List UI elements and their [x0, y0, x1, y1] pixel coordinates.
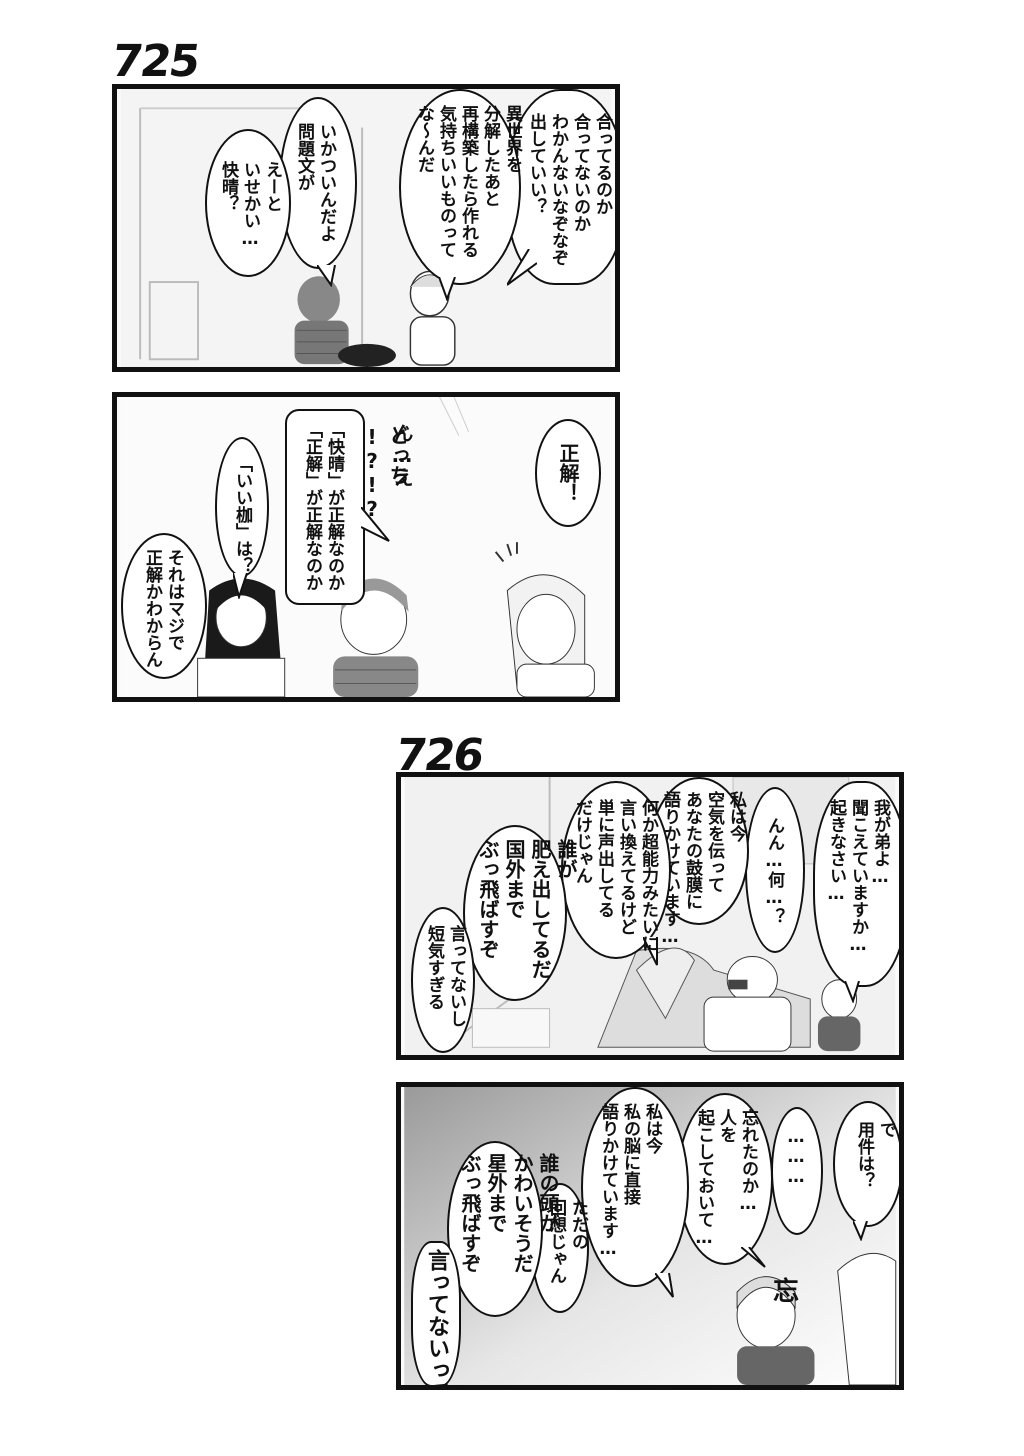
bubble-tail [317, 265, 336, 287]
bubble-tail [655, 1273, 674, 1298]
speech-bubble [813, 781, 899, 987]
speech-bubble [399, 89, 521, 285]
bubble-tail [439, 277, 456, 301]
bubble-text: 「快晴」が正解なのか 「正解」が正解なのか [302, 421, 344, 591]
bubble-text: 誰の頭が かわいそうだ 星外まで ぶっ飛ばすぞ [458, 1153, 560, 1273]
bubble-text: ……… [786, 1127, 806, 1187]
speech-bubble [447, 1141, 543, 1317]
bubble-text: んん…何…？ [764, 817, 784, 925]
speech-bubble [561, 781, 671, 959]
speech-bubble [581, 1087, 689, 1287]
bubble-text: 言ってないって [424, 1249, 449, 1390]
bubble-tail [233, 573, 248, 599]
bubble-text: 私は今 私の脳に直接 語りかけています… [598, 1103, 662, 1259]
strip-number-725: 725 [108, 36, 202, 87]
speech-bubble [833, 1101, 899, 1227]
speech-bubble [279, 97, 357, 269]
bubble-text: 正解！ [556, 443, 580, 503]
bubble-text: 私は今 空気を伝って あなたの鼓膜に 語りかけています… [660, 791, 746, 947]
comic-panel-725-1: 合ってるのか 合ってないのか わかんないなぞなぞ 出していい？ 異世界を 分解し… [112, 84, 620, 372]
bubble-tail [853, 1221, 868, 1241]
speech-bubble [535, 419, 601, 527]
speech-bubble [507, 89, 615, 285]
speech-bubble [745, 787, 805, 953]
sfx-forget: 忘 [773, 1277, 800, 1307]
bubble-text: 何か超能力みたいに 言い換えてるけど 単に声出してる だけじゃん [572, 799, 658, 952]
comic-panel-726-1: 我が弟よ… 聞こえていますか… 起きなさい… んん…何…？ 私は今 空気を伝って… [396, 772, 904, 1060]
speech-bubble [121, 533, 207, 679]
bubble-tail [507, 249, 537, 286]
bubble-text: で 用件は？ [854, 1121, 896, 1189]
comic-panel-725-2: 正解！ ん…え どっち !?!? 「快晴」が正解なのか 「正解」が正解なのか 「… [112, 392, 620, 702]
bubble-text: ただの 回想じゃん [546, 1199, 588, 1284]
speech-bubble [411, 1241, 461, 1385]
bubble-text: それはマジで 正解かわからん [142, 549, 184, 668]
bubble-tail [643, 937, 658, 966]
bubble-text: 異世界を 分解したあと 再構築したら作れる 気持ちいいものって な～んだ [414, 105, 522, 258]
speech-bubble [205, 129, 291, 277]
bubble-tail [741, 1247, 766, 1268]
speech-bubble [771, 1107, 823, 1235]
comic-panel-726-2: で 用件は？ ……… 忘れたのか… 人を 起こしておいて… 私は今 私の脳に直接… [396, 1082, 904, 1390]
speech-bubble [463, 825, 567, 1001]
exclaim-text-1: ん…え [390, 423, 414, 487]
bubble-text: 忘れたのか… 人を 起こしておいて… [694, 1109, 758, 1248]
characters-background [120, 397, 612, 697]
bubble-tail [361, 507, 390, 542]
bubble-text: 合ってるのか 合ってないのか わかんないなぞなぞ 出していい？ [526, 113, 612, 266]
bubble-text: 言ってないし 短気すぎる [424, 925, 466, 1027]
bubble-text: 我が弟よ… 聞こえていますか… 起きなさい… [826, 799, 890, 955]
speech-bubble [215, 437, 269, 577]
speech-bubble [285, 409, 365, 605]
bubble-text: 誰が 肥え出してるだ 国外まで ぶっ飛ばすぞ [476, 839, 578, 979]
bubble-text: 「いい枷」は？ [232, 455, 252, 574]
speech-bubble [411, 907, 475, 1053]
bubble-text: いかついんだよ 問題文が [294, 123, 336, 242]
bubble-tail [845, 981, 860, 1003]
bubble-text: えーと いせかい… 快晴？ [218, 161, 282, 249]
speech-bubble [677, 1093, 773, 1265]
